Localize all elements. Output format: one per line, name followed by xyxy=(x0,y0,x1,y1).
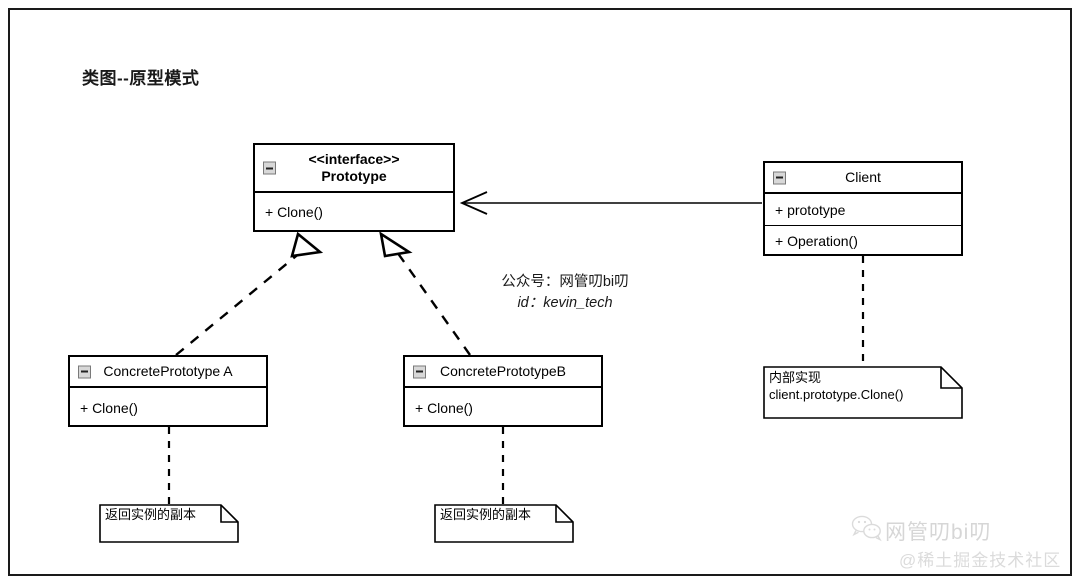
class-box-concrete-prototype-a[interactable]: ConcretePrototype A + Clone() xyxy=(68,355,268,427)
collapse-minus-icon[interactable] xyxy=(413,365,426,378)
collapse-minus-icon[interactable] xyxy=(263,161,276,175)
class-name: Client xyxy=(845,169,881,185)
wechat-icon xyxy=(851,515,882,542)
class-member: + Clone() xyxy=(255,193,453,230)
class-member: + prototype xyxy=(765,194,961,225)
note-shape xyxy=(99,504,239,543)
note-line-1: 返回实例的副本 xyxy=(105,507,197,522)
collapse-minus-icon[interactable] xyxy=(773,171,786,184)
class-name: Prototype xyxy=(321,168,387,184)
annotation-line-1: 公众号：网管叨bi叨 xyxy=(501,274,629,290)
note-line-2: client.prototype.Clone() xyxy=(769,387,904,402)
note-line-1: 内部实现 xyxy=(769,370,822,385)
class-box-prototype[interactable]: <<interface>> Prototype + Clone() xyxy=(253,143,455,232)
class-header-client: Client xyxy=(765,163,961,194)
page-title: 类图--原型模式 xyxy=(82,69,200,88)
class-name: ConcretePrototypeB xyxy=(439,363,567,379)
note-shape xyxy=(434,504,574,543)
annotation-line-2: id：kevin_tech xyxy=(517,295,613,311)
class-member: + Operation() xyxy=(765,225,961,256)
class-stereotype: <<interface>> xyxy=(308,151,400,167)
note-return-copy-a[interactable]: 返回实例的副本 xyxy=(99,504,239,543)
class-box-client[interactable]: Client + prototype + Operation() xyxy=(763,161,963,256)
class-member-label: + prototype xyxy=(775,201,846,218)
note-line-1: 返回实例的副本 xyxy=(440,507,532,522)
class-box-concrete-prototype-b[interactable]: ConcretePrototypeB + Clone() xyxy=(403,355,603,427)
class-member: + Clone() xyxy=(70,388,266,427)
class-member-label: + Clone() xyxy=(415,399,473,416)
class-header-prototype: <<interface>> Prototype xyxy=(255,145,453,193)
class-name: ConcretePrototype A xyxy=(103,363,233,379)
note-client-internal[interactable]: 内部实现 client.prototype.Clone() xyxy=(763,366,963,419)
collapse-minus-icon[interactable] xyxy=(78,365,91,378)
watermark: 网管叨bi叨 @稀土掘金技术社区 xyxy=(851,510,1066,576)
class-member-label: + Operation() xyxy=(775,233,858,249)
class-header-concrete-a: ConcretePrototype A xyxy=(70,357,266,388)
annotation-block: 公众号：网管叨bi叨 id：kevin_tech xyxy=(470,272,660,314)
class-header-concrete-b: ConcretePrototypeB xyxy=(405,357,601,388)
watermark-title: 网管叨bi叨 xyxy=(885,521,992,544)
watermark-subtitle: @稀土掘金技术社区 xyxy=(899,551,1062,570)
note-shape xyxy=(763,366,963,419)
note-return-copy-b[interactable]: 返回实例的副本 xyxy=(434,504,574,543)
class-member-label: + Clone() xyxy=(265,203,323,220)
class-member-label: + Clone() xyxy=(80,399,138,416)
class-member: + Clone() xyxy=(405,388,601,427)
